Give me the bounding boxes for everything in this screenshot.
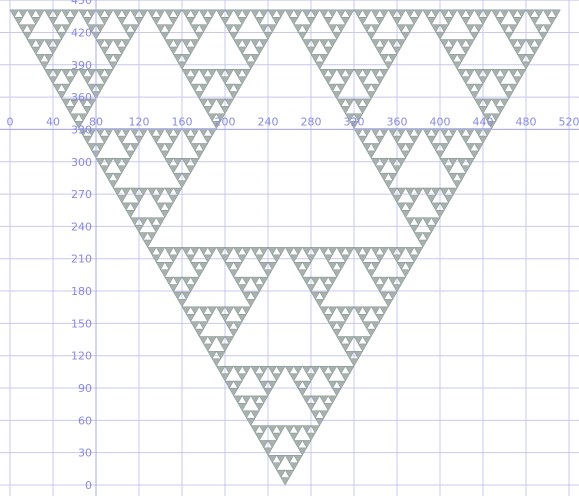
y-tick-label: 450 xyxy=(71,0,92,7)
x-tick-labels: 0 40 80 120 160 200 240 280 320 360 400 440 480 520 xyxy=(7,115,579,128)
y-tick-label: 330 xyxy=(71,123,92,136)
x-tick-label: 280 xyxy=(301,115,322,128)
x-tick-label: 400 xyxy=(430,115,451,128)
x-tick-label: 80 xyxy=(89,115,103,128)
x-tick-label: 480 xyxy=(516,115,537,128)
y-tick-label: 420 xyxy=(71,26,92,39)
y-tick-label: 120 xyxy=(71,350,92,363)
x-tick-label: 360 xyxy=(387,115,408,128)
y-tick-label: 270 xyxy=(71,188,92,201)
x-tick-label: 0 xyxy=(7,115,14,128)
y-tick-labels: 0 30 60 90 120 150 180 210 240 270 300 330 360 390 420… xyxy=(71,0,92,492)
y-tick-label: 30 xyxy=(78,447,92,460)
sierpinski-triangles xyxy=(9,9,561,486)
x-tick-label: 520 xyxy=(559,115,579,128)
y-tick-label: 360 xyxy=(71,91,92,104)
x-tick-label: 160 xyxy=(172,115,193,128)
y-tick-label: 60 xyxy=(78,414,92,427)
y-tick-label: 180 xyxy=(71,285,92,298)
x-tick-label: 240 xyxy=(258,115,279,128)
y-tick-label: 300 xyxy=(71,156,92,169)
y-tick-label: 90 xyxy=(78,382,92,395)
y-tick-label: 0 xyxy=(85,479,92,492)
y-tick-label: 240 xyxy=(71,220,92,233)
x-tick-label: 200 xyxy=(215,115,236,128)
y-tick-label: 150 xyxy=(71,317,92,330)
x-tick-label: 40 xyxy=(46,115,60,128)
x-tick-label: 120 xyxy=(129,115,150,128)
sierpinski-fractal xyxy=(9,9,561,486)
x-tick-label: 320 xyxy=(344,115,365,128)
y-tick-label: 390 xyxy=(71,59,92,72)
x-tick-label: 440 xyxy=(473,115,494,128)
y-tick-label: 210 xyxy=(71,253,92,266)
